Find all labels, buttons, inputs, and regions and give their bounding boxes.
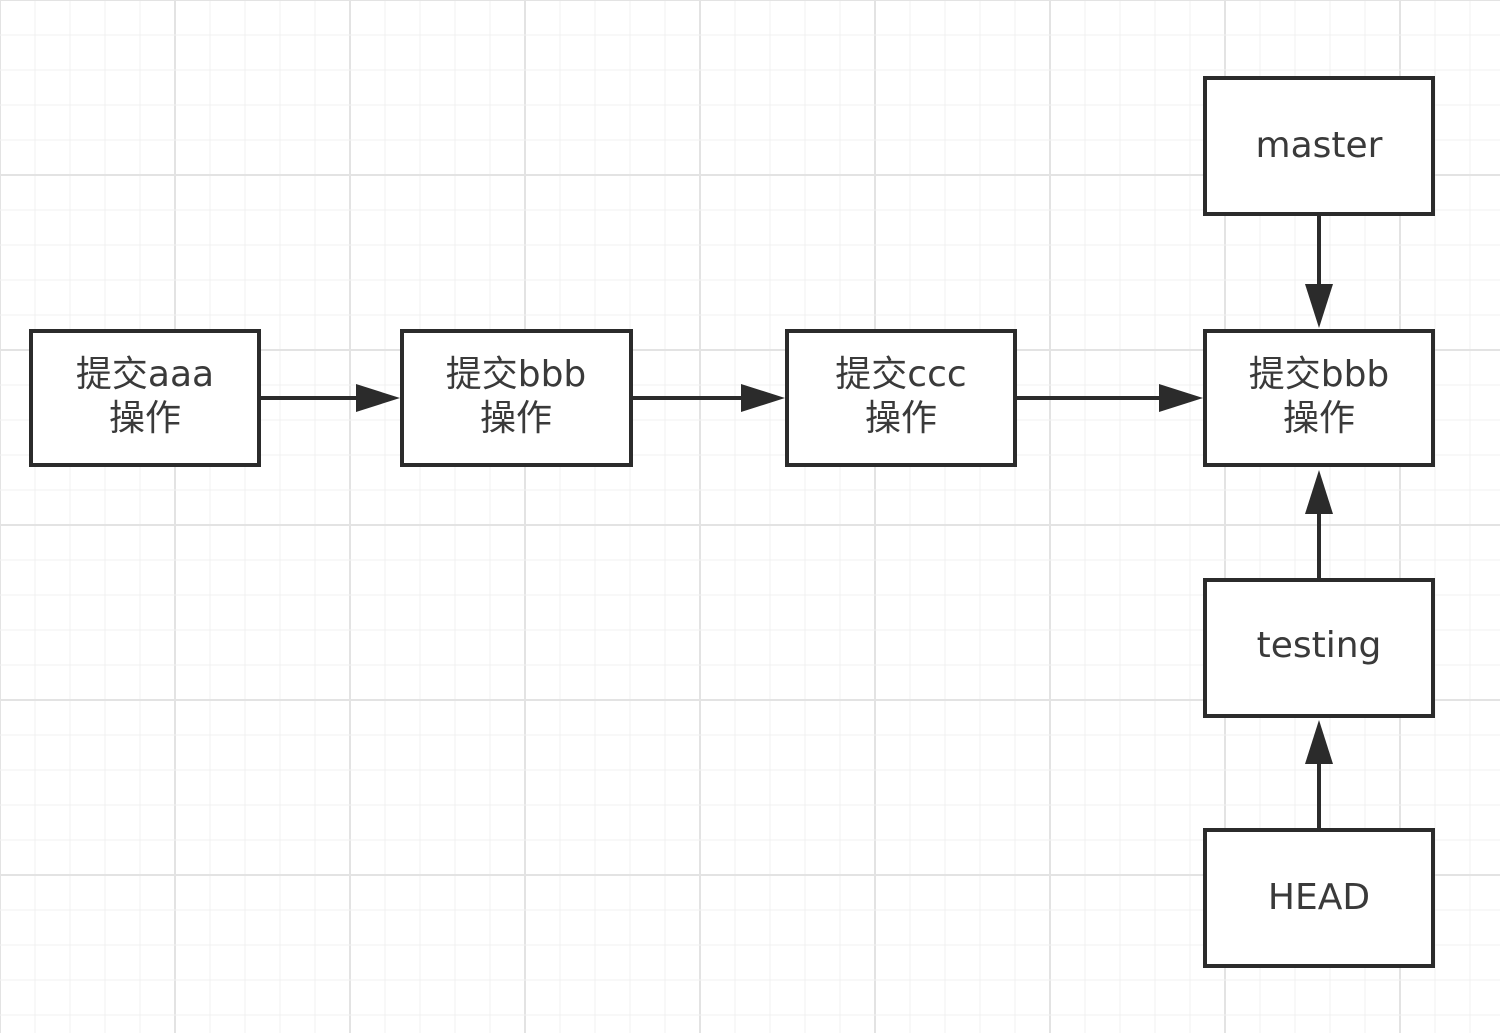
edge-master-to-commit-bbb-2 <box>1305 214 1333 328</box>
node-master-branch[interactable]: master <box>1203 76 1435 216</box>
node-commit-bbb-2[interactable]: 提交bbb 操作 <box>1203 329 1435 467</box>
edge-head-to-testing <box>1305 720 1333 830</box>
edge-commit-bbb-to-commit-ccc <box>631 384 785 412</box>
commit-bbb-2-line1: 提交bbb <box>1249 354 1390 395</box>
commit-ccc-line1: 提交ccc <box>835 354 966 395</box>
commit-bbb-line1: 提交bbb <box>446 354 587 395</box>
node-commit-aaa[interactable]: 提交aaa 操作 <box>29 329 261 467</box>
commit-ccc-line2: 操作 <box>865 398 937 439</box>
edges-layer <box>259 214 1333 830</box>
commit-bbb-line2: 操作 <box>480 398 552 439</box>
node-commit-ccc[interactable]: 提交ccc 操作 <box>785 329 1017 467</box>
edge-commit-ccc-to-commit-bbb-2 <box>1015 384 1203 412</box>
head-label: HEAD <box>1268 877 1370 918</box>
commit-aaa-line2: 操作 <box>109 398 181 439</box>
master-label: master <box>1256 125 1383 166</box>
edge-testing-to-commit-bbb-2 <box>1305 470 1333 580</box>
nodes-layer: 提交aaa 操作 提交bbb 操作 提交ccc 操作 提交bbb 操作 mast… <box>29 76 1435 968</box>
node-head-pointer[interactable]: HEAD <box>1203 828 1435 968</box>
node-testing-branch[interactable]: testing <box>1203 578 1435 718</box>
commit-aaa-line1: 提交aaa <box>76 354 214 395</box>
commit-bbb-2-line2: 操作 <box>1283 398 1355 439</box>
node-commit-bbb[interactable]: 提交bbb 操作 <box>400 329 633 467</box>
edge-commit-aaa-to-commit-bbb <box>259 384 400 412</box>
testing-label: testing <box>1257 625 1382 666</box>
